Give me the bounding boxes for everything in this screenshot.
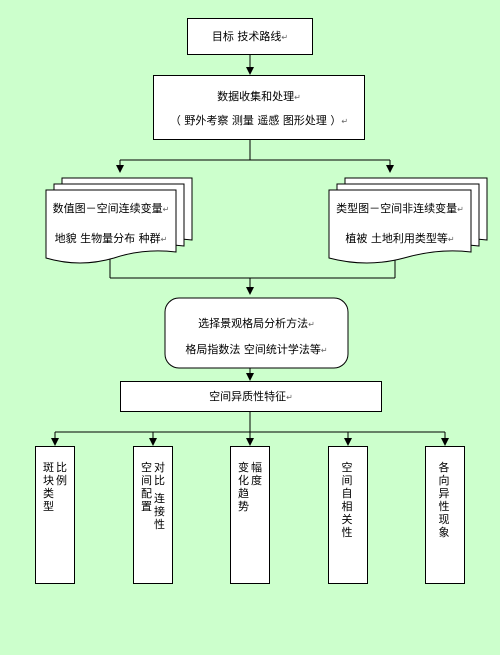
categorical-map-examples: 植被 土地利用类型等 — [345, 232, 448, 245]
continuous-map-title: 数值图－空间连续变量 — [52, 202, 163, 215]
categorical-map-document-stack — [328, 177, 488, 264]
feature-col2: 对比连接性 — [154, 461, 165, 531]
paragraph-mark: ↵ — [308, 320, 315, 329]
feature-col1: 空间配置 — [141, 461, 152, 513]
method-examples: 格局指数法 空间统计学法等 — [185, 343, 321, 356]
method-title: 选择景观格局分析方法 — [198, 317, 309, 330]
paragraph-mark: ↵ — [447, 235, 455, 244]
feature-box-spatial-configuration: 空间配置 对比连接性 — [133, 446, 173, 584]
feature-box-patch-type: 斑块类型 比例 — [35, 446, 75, 584]
paragraph-mark: ↵ — [160, 235, 168, 244]
paragraph-mark: ↵ — [281, 33, 289, 42]
data-collection-box: 数据收集和处理↵ （ 野外考察 测量 遥感 图形处理 ）↵ — [153, 75, 365, 140]
paragraph-mark: ↵ — [341, 117, 349, 126]
paragraph-mark: ↵ — [162, 205, 170, 214]
paragraph-mark: ↵ — [286, 393, 293, 402]
categorical-map-title: 类型图－空间非连续变量 — [336, 202, 458, 215]
feature-box-anisotropy: 各向异性现象 — [425, 446, 465, 584]
feature-col1: 斑块类型 — [43, 461, 54, 513]
data-collection-methods: （ 野外考察 测量 遥感 图形处理 ） — [169, 114, 342, 127]
data-collection-title: 数据收集和处理 — [217, 90, 295, 103]
feature-box-trend: 变化趋势 幅度 — [230, 446, 270, 584]
continuous-map-examples: 地貌 生物量分布 种群 — [54, 232, 161, 245]
feature-col2: 比例 — [56, 461, 67, 487]
continuous-map-document-stack — [45, 177, 193, 264]
feature-col1: 各向异性现象 — [438, 461, 450, 539]
paragraph-mark: ↵ — [294, 93, 301, 102]
paragraph-mark: ↵ — [320, 346, 328, 355]
method-box — [164, 297, 349, 369]
goal-box: 目标 技术路线↵ — [187, 18, 313, 55]
feature-box-autocorrelation: 空间自相关性 — [328, 446, 368, 584]
feature-col2: 幅度 — [251, 461, 262, 487]
heterogeneity-box: 空间异质性特征↵ — [120, 381, 382, 412]
goal-text: 目标 技术路线 — [211, 30, 282, 43]
feature-col1: 空间自相关性 — [341, 461, 353, 539]
feature-col1: 变化趋势 — [238, 461, 249, 513]
heterogeneity-text: 空间异质性特征 — [209, 390, 287, 403]
paragraph-mark: ↵ — [457, 205, 464, 214]
